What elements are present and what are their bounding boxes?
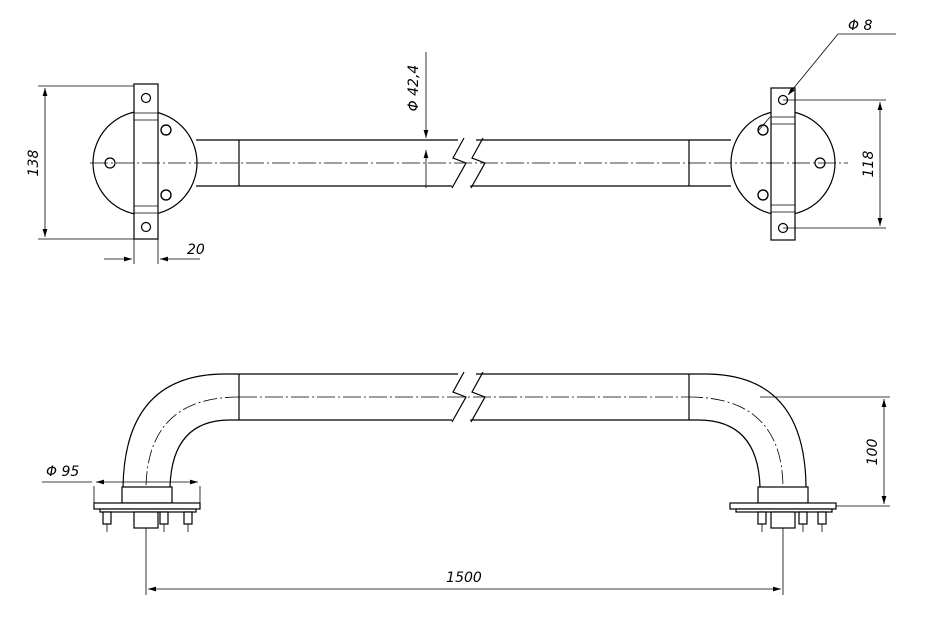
right-bracket [770,87,796,241]
dim-tube-diameter-label: Φ 42,4 [406,65,422,112]
left-flange-assembly [93,486,201,532]
dim-tube-diameter: Φ 42,4 [406,52,429,188]
dim-hole-diameter: Φ 8 [757,18,896,132]
left-bracket [133,83,159,240]
front-view: Φ 95 100 1500 [42,371,890,595]
right-flange-assembly [729,486,837,532]
dim-138-label: 138 [26,150,42,177]
dim-hole-diameter-label: Φ 8 [848,18,872,34]
dim-20-label: 20 [187,242,205,258]
dim-20: 20 [104,239,205,264]
dim-100: 100 [760,396,890,507]
dim-1500-label: 1500 [446,570,482,586]
dim-118: 118 [783,99,886,229]
dim-1500: 1500 [145,528,784,595]
top-view: 138 20 Φ 42,4 Φ 8 118 [26,18,896,264]
dim-138: 138 [26,85,134,240]
dim-100-label: 100 [865,439,881,466]
tube-top [196,137,731,189]
bracket-hole [140,221,152,233]
dim-118-label: 118 [861,151,877,178]
tube-front [122,371,807,488]
bracket-hole [140,92,152,104]
dim-flange-diameter-label: Φ 95 [46,464,79,480]
dim-flange-diameter: Φ 95 [42,464,201,503]
